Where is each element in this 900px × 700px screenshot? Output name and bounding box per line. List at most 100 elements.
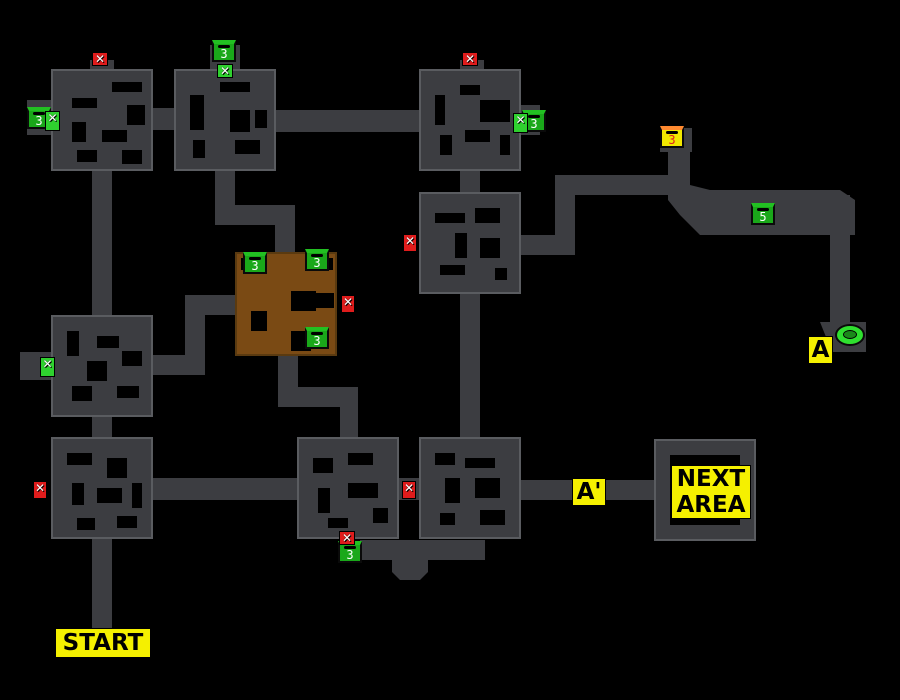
room-wall — [475, 478, 500, 498]
room-wall — [72, 98, 97, 108]
open-green-x-icon: ✕ — [45, 111, 60, 131]
chest-8[interactable]: 5 — [751, 203, 775, 225]
chest-count: 3 — [668, 133, 676, 147]
next-area-label-line1: NEXT — [676, 466, 746, 492]
chest-6[interactable]: 3 — [305, 327, 329, 349]
room-wall — [193, 140, 205, 158]
room-wall — [190, 95, 204, 130]
corridor — [92, 168, 112, 318]
chest-count: 3 — [313, 256, 321, 270]
corridor — [273, 110, 423, 132]
next-area-label: NEXT AREA — [671, 465, 751, 519]
room-wall — [480, 100, 510, 122]
chest-3[interactable]: 3 — [522, 110, 546, 132]
room-wall — [435, 453, 455, 465]
chest-4[interactable]: 3 — [243, 252, 267, 274]
room-wall — [102, 130, 127, 142]
room-wall — [117, 386, 139, 398]
room-wall — [445, 478, 460, 503]
room-wall — [107, 458, 127, 478]
room-wall — [435, 213, 465, 223]
blocked-red-x-icon: ✕ — [462, 52, 478, 66]
room-wall — [495, 268, 507, 280]
open-green-x-icon: ✕ — [40, 357, 55, 377]
room-wall — [122, 150, 142, 164]
blocked-red-x-icon: ✕ — [403, 234, 417, 252]
corridor — [340, 387, 358, 442]
corridor — [150, 355, 205, 375]
room-wall — [318, 488, 330, 513]
chest-count: 3 — [35, 114, 43, 128]
corridor — [275, 205, 295, 257]
room-wall — [455, 233, 467, 258]
corridor-bend — [668, 150, 855, 235]
blocked-red-x-icon: ✕ — [402, 481, 416, 499]
corridor-bump — [392, 555, 428, 580]
chest-2[interactable]: 3 — [212, 40, 236, 62]
chest-count: 3 — [251, 259, 259, 273]
chest-9[interactable]: 3 — [660, 126, 684, 148]
corridor — [150, 478, 300, 500]
room-wall — [313, 458, 333, 473]
warp-a-prime-label: A' — [572, 478, 606, 506]
chest-count: 5 — [759, 210, 767, 224]
room-wall — [475, 208, 500, 223]
open-green-x-icon: ✕ — [513, 113, 528, 133]
room-wall — [112, 82, 142, 92]
open-green-x-icon: ✕ — [217, 64, 233, 78]
room-wall — [67, 331, 79, 356]
chest-5[interactable]: 3 — [305, 249, 329, 271]
room-wall — [117, 516, 137, 528]
room-wall — [348, 483, 378, 498]
room-wall — [500, 135, 510, 155]
room-wall — [460, 85, 480, 95]
room-wall — [465, 130, 490, 142]
chest-count: 3 — [530, 117, 538, 131]
blocked-red-x-icon: ✕ — [92, 52, 108, 66]
corridor — [555, 175, 690, 195]
room-wall — [235, 140, 260, 154]
next-area-label-line2: AREA — [676, 492, 746, 518]
room-wall — [127, 105, 145, 125]
room-wall — [77, 518, 95, 530]
room-wall — [97, 488, 122, 503]
room-wall — [373, 508, 388, 523]
room-wall — [72, 386, 92, 401]
room-wall — [255, 110, 267, 128]
blocked-red-x-icon: ✕ — [339, 531, 355, 545]
corridor — [360, 540, 485, 560]
room-wall — [440, 513, 455, 525]
room-wall — [314, 293, 334, 308]
room-wall — [67, 453, 92, 465]
room-wall — [435, 95, 445, 125]
room-wall — [230, 110, 250, 132]
room-wall — [480, 238, 500, 258]
room-wall — [72, 483, 84, 505]
room-wall — [465, 458, 495, 468]
room-wall — [220, 82, 250, 92]
corridor — [460, 168, 480, 196]
corridor — [460, 291, 480, 441]
room-wall — [328, 518, 348, 528]
corridor — [278, 387, 358, 407]
chest-count: 3 — [313, 334, 321, 348]
room-wall — [480, 510, 505, 525]
room-wall — [440, 135, 452, 155]
room-wall — [291, 291, 316, 311]
blocked-red-x-icon: ✕ — [341, 295, 355, 313]
room-wall — [77, 150, 97, 162]
start-label: START — [55, 628, 151, 658]
room-wall — [97, 336, 119, 348]
chest-count: 3 — [346, 548, 354, 562]
warp-ring-icon[interactable] — [835, 324, 865, 346]
room-wall — [440, 265, 465, 275]
room-wall — [122, 351, 142, 366]
room-wall — [87, 361, 107, 381]
room-wall — [132, 483, 142, 508]
corridor — [150, 108, 180, 130]
corridor — [92, 538, 112, 633]
chest-count: 3 — [220, 47, 228, 61]
warp-a-label: A — [808, 336, 833, 364]
